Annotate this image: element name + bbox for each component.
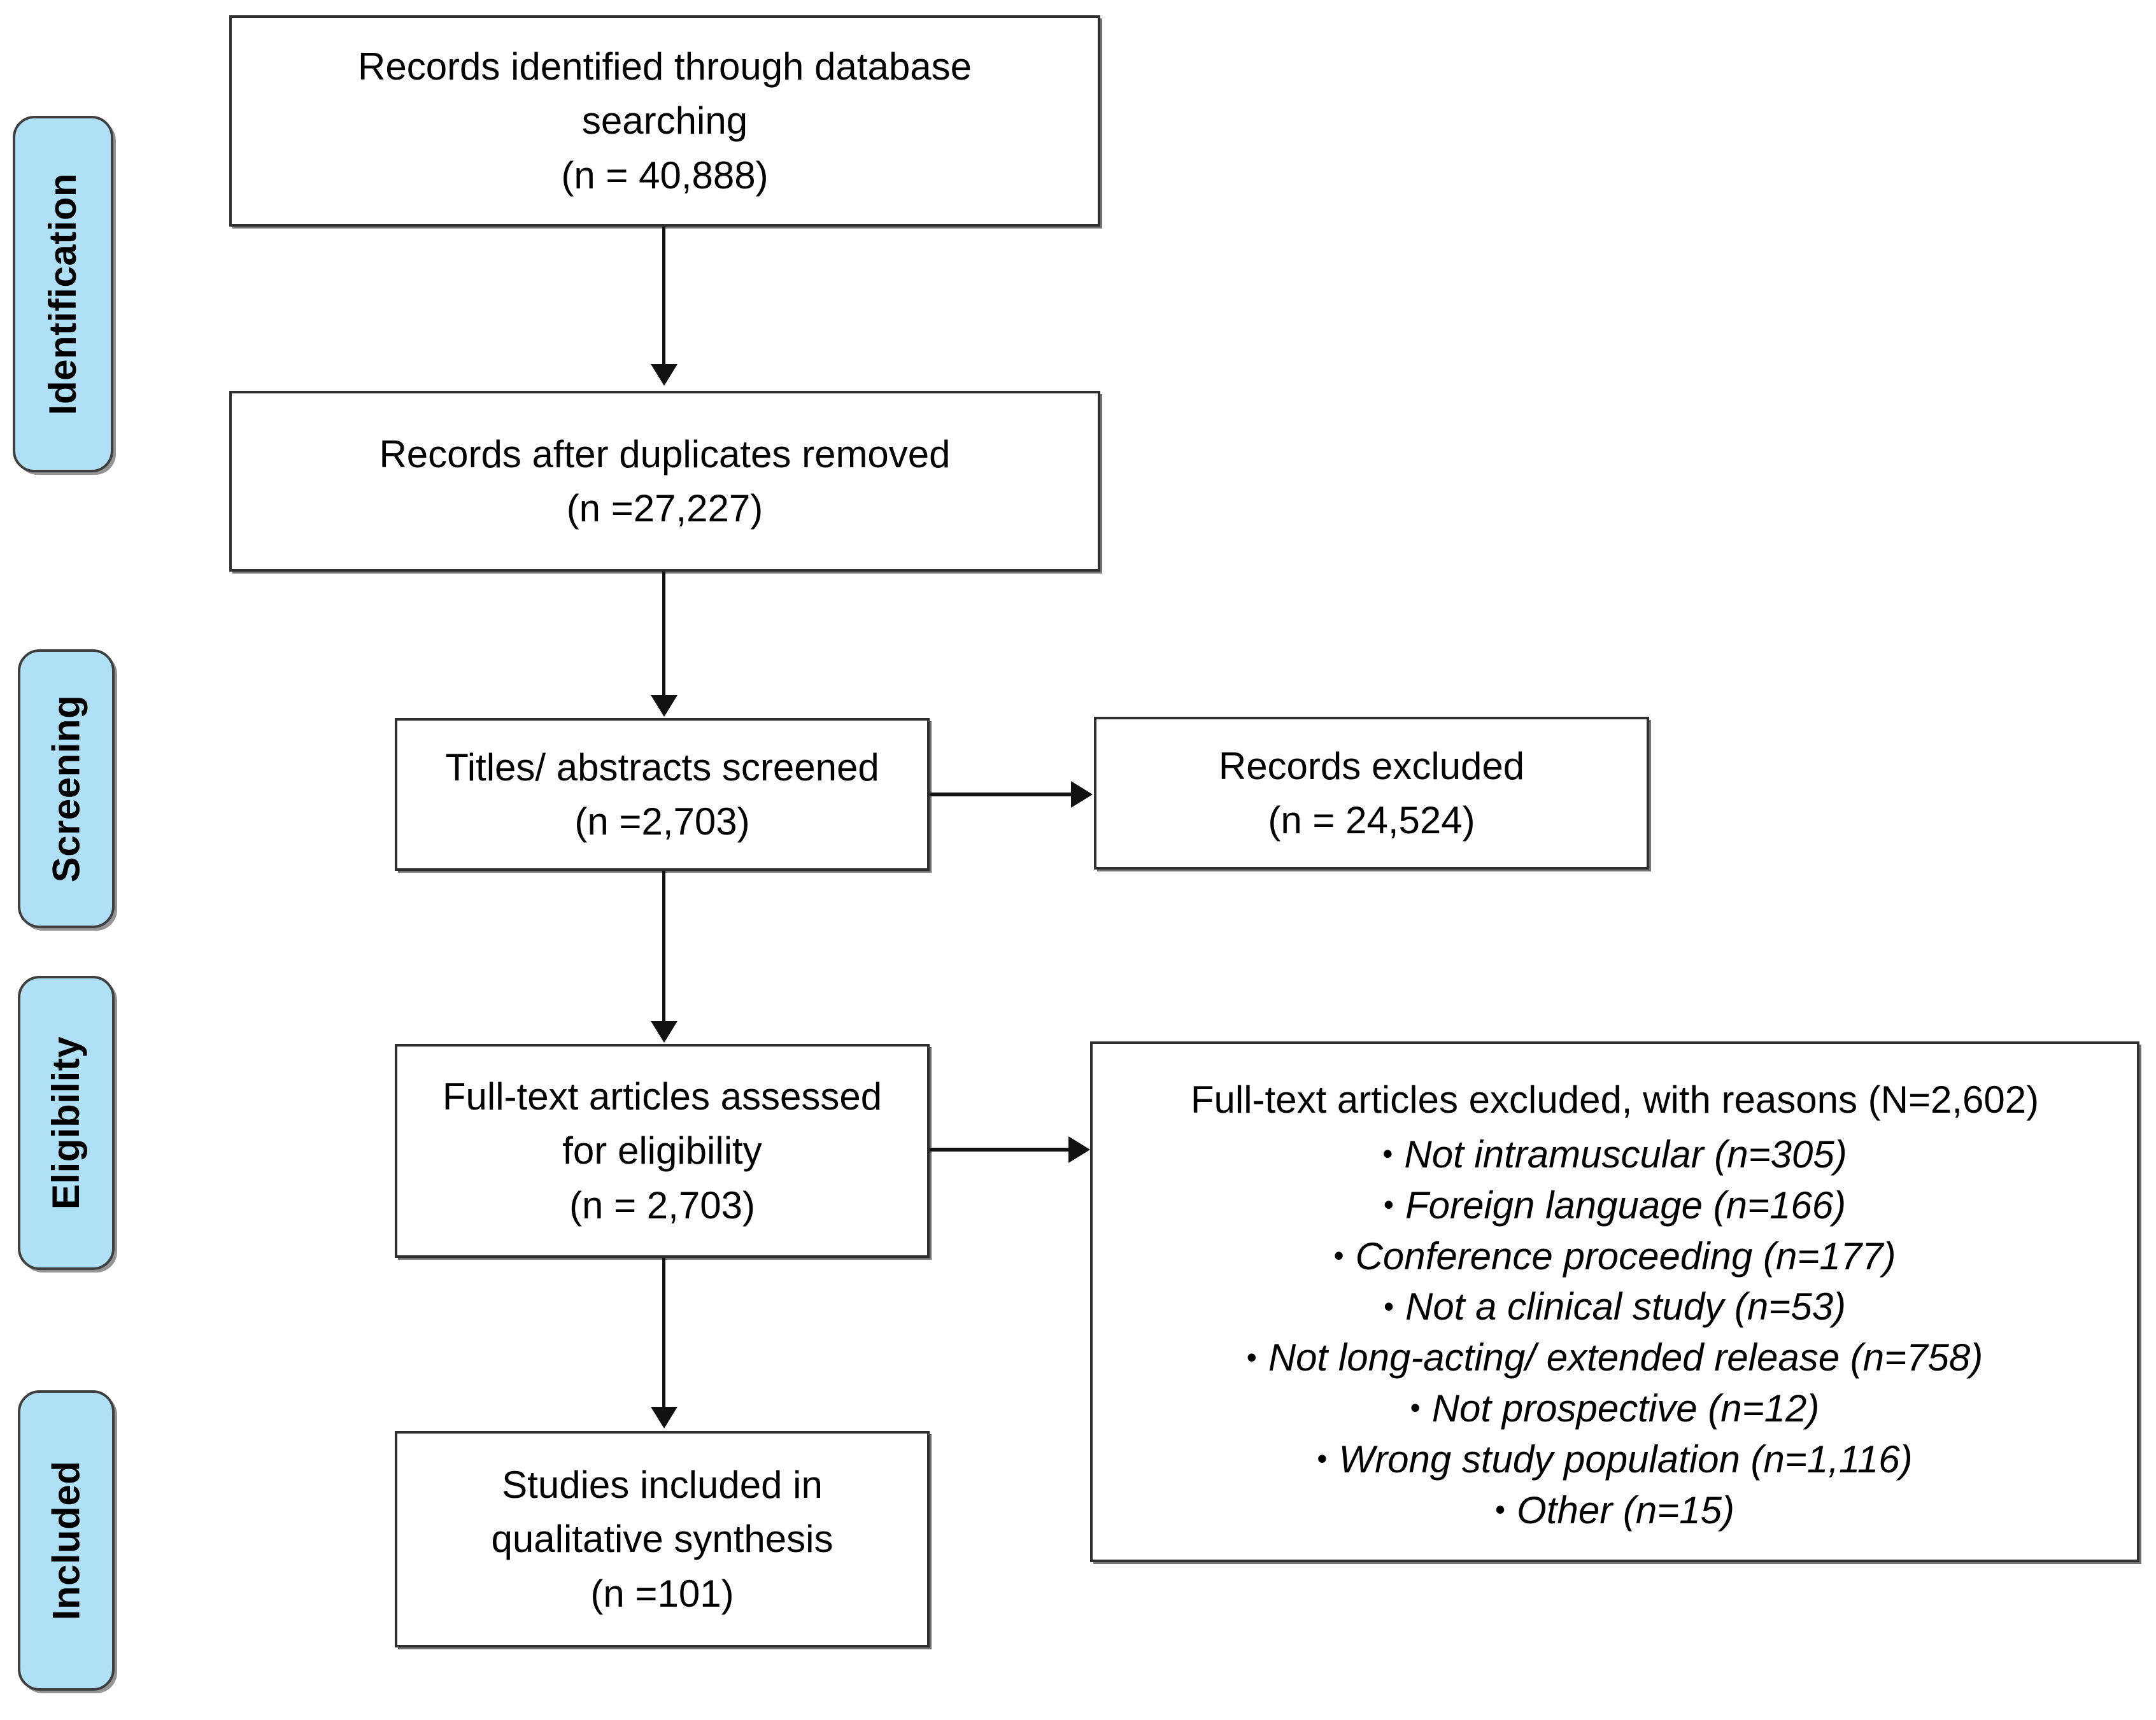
bullet-icon: • — [1383, 1289, 1394, 1323]
box-titles-abstracts-screened: Titles/ abstracts screened (n =2,703) — [395, 718, 930, 871]
reason-item: • Other (n=15) — [1109, 1485, 2120, 1536]
connector-screened-to-fulltext — [662, 871, 665, 1022]
box-records-excluded-text: Records excluded (n = 24,524) — [1218, 744, 1525, 842]
reason-item: • Not long-acting/ extended release (n=75… — [1109, 1332, 2120, 1383]
box-records-identified-text: Records identified through database sear… — [358, 45, 972, 197]
reason-item: • Wrong study population (n=1,116) — [1109, 1434, 2120, 1485]
arrow-screened-to-fulltext — [651, 1021, 677, 1043]
box-records-excluded: Records excluded (n = 24,524) — [1094, 717, 1649, 870]
box-records-identified: Records identified through database sear… — [229, 15, 1100, 227]
arrow-screened-to-excluded — [1071, 781, 1093, 808]
reason-item: • Not intramuscular (n=305) — [1109, 1129, 2120, 1180]
reason-item-text: Other (n=15) — [1517, 1488, 1734, 1532]
stage-label-included: Included — [18, 1390, 115, 1691]
box-records-after-duplicates: Records after duplicates removed (n =27,… — [229, 391, 1100, 572]
stage-label-screening-text: Screening — [45, 694, 88, 883]
connector-duplicates-to-screened — [662, 572, 665, 696]
box-fulltext-excluded-reasons: Full-text articles excluded, with reason… — [1090, 1041, 2139, 1562]
bullet-icon: • — [1382, 1137, 1393, 1171]
arrow-duplicates-to-screened — [651, 695, 677, 717]
connector-fulltext-to-included — [662, 1258, 665, 1408]
bullet-icon: • — [1495, 1493, 1506, 1526]
bullet-icon: • — [1333, 1239, 1344, 1272]
stage-label-identification-text: Identification — [41, 173, 84, 416]
stage-label-eligibility: Eligibility — [18, 976, 115, 1270]
box-fulltext-assessed-text: Full-text articles assessed for eligibil… — [442, 1075, 883, 1227]
arrow-fulltext-to-reasons — [1068, 1136, 1090, 1163]
reason-item: • Foreign language (n=166) — [1109, 1180, 2120, 1231]
stage-label-eligibility-text: Eligibility — [45, 1036, 88, 1210]
bullet-icon: • — [1383, 1188, 1394, 1222]
arrow-fulltext-to-included — [651, 1407, 677, 1428]
box-records-after-duplicates-text: Records after duplicates removed (n =27,… — [379, 432, 951, 530]
box-studies-included: Studies included in qualitative synthesi… — [395, 1431, 930, 1647]
connector-identified-to-duplicates — [662, 227, 665, 365]
reason-item-text: Not prospective (n=12) — [1431, 1386, 1820, 1430]
box-titles-abstracts-screened-text: Titles/ abstracts screened (n =2,703) — [445, 745, 879, 843]
reason-item-text: Not a clinical study (n=53) — [1405, 1285, 1847, 1329]
reason-item-text: Not long-acting/ extended release (n=758… — [1268, 1336, 1983, 1379]
stage-label-identification: Identification — [13, 116, 113, 472]
bullet-icon: • — [1246, 1340, 1257, 1374]
reason-item-text: Wrong study population (n=1,116) — [1338, 1437, 1913, 1481]
reason-item-text: Not intramuscular (n=305) — [1404, 1133, 1847, 1176]
arrow-identified-to-duplicates — [651, 364, 677, 386]
reason-item-text: Conference proceeding (n=177) — [1355, 1234, 1896, 1278]
reason-item: • Not a clinical study (n=53) — [1109, 1281, 2120, 1332]
reasons-heading: Full-text articles excluded, with reason… — [1190, 1078, 2039, 1121]
reason-item: • Conference proceeding (n=177) — [1109, 1231, 2120, 1282]
stage-label-included-text: Included — [45, 1460, 87, 1621]
reason-item-text: Foreign language (n=166) — [1405, 1183, 1847, 1227]
bullet-icon: • — [1410, 1391, 1421, 1425]
connector-fulltext-to-reasons — [930, 1148, 1071, 1152]
reason-item: • Not prospective (n=12) — [1109, 1383, 2120, 1434]
reasons-list: • Not intramuscular (n=305) • Foreign lang… — [1109, 1129, 2120, 1535]
bullet-icon: • — [1317, 1442, 1328, 1476]
box-studies-included-text: Studies included in qualitative synthesi… — [491, 1463, 833, 1615]
box-fulltext-assessed: Full-text articles assessed for eligibil… — [395, 1044, 930, 1258]
stage-label-screening: Screening — [18, 649, 115, 928]
connector-screened-to-excluded — [930, 793, 1074, 796]
